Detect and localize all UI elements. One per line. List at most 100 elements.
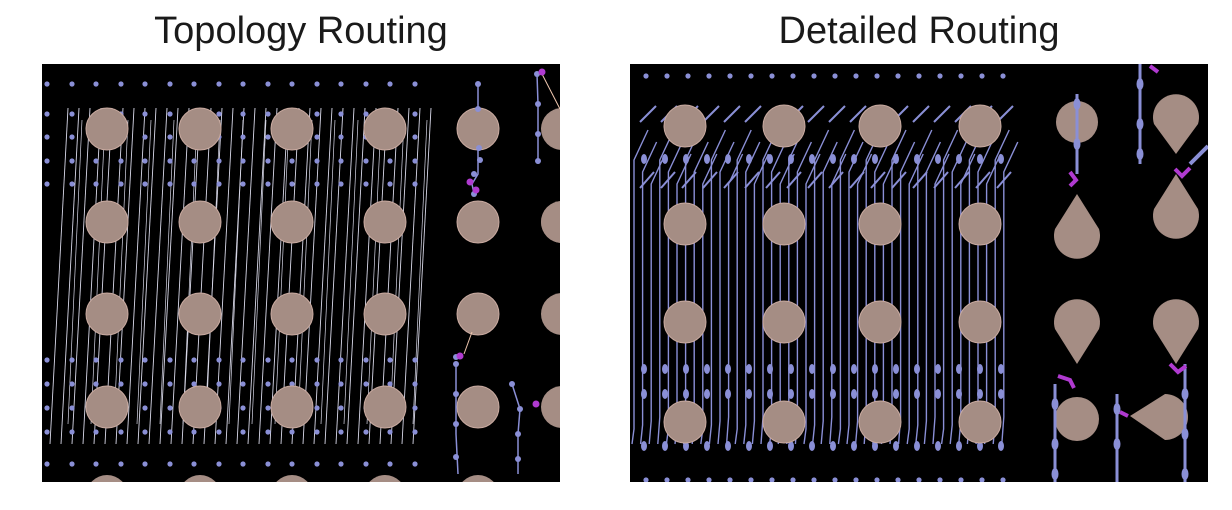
detailed-trace [657, 129, 675, 445]
teardrop-pad [1054, 194, 1100, 259]
teardrop-via [851, 154, 857, 164]
teardrop-via [746, 389, 752, 399]
teardrop-via [1136, 148, 1144, 160]
topology-routing-title: Topology Routing [154, 10, 448, 52]
via-dot [142, 461, 148, 467]
via-dot [167, 111, 173, 117]
jog-via [466, 178, 474, 186]
teardrop-via [851, 441, 857, 451]
via-dot [832, 73, 838, 79]
detailed-trace [854, 153, 873, 445]
jog-via [456, 352, 464, 360]
detailed-trace [837, 129, 856, 445]
via-dot [412, 158, 418, 164]
teardrop-via [977, 389, 983, 399]
via-dot [535, 101, 541, 107]
topology-trace [247, 107, 267, 445]
detailed-trace [849, 105, 867, 123]
via-dot [387, 381, 393, 387]
via-dot [69, 405, 75, 411]
via-dot [118, 181, 124, 187]
detailed-trace [954, 171, 970, 189]
teardrop-via [683, 154, 689, 164]
detailed-trace [639, 105, 657, 123]
detailed-trace [1001, 141, 1019, 445]
topology-trace [258, 107, 278, 445]
teardrop-via [1181, 428, 1189, 440]
topology-trace [159, 119, 175, 425]
pad [762, 104, 806, 148]
teardrop-via [746, 441, 752, 451]
via-dot [832, 477, 838, 482]
via-dot [69, 111, 75, 117]
detailed-trace [660, 171, 676, 189]
via-dot [874, 477, 880, 482]
via-dot [142, 381, 148, 387]
via-dot [471, 171, 477, 177]
route-segment [541, 73, 560, 110]
topology-trace [82, 107, 102, 445]
jog-segment [1119, 410, 1129, 418]
teardrop-via [1073, 98, 1081, 110]
route-segment [455, 364, 459, 475]
topology-trace [368, 107, 388, 445]
via-dot [412, 181, 418, 187]
via-dot [240, 429, 246, 435]
detailed-trace [811, 129, 830, 445]
teardrop-via [956, 389, 962, 399]
via-dot [69, 181, 75, 187]
via-dot [314, 111, 320, 117]
teardrop-via [1051, 468, 1059, 480]
jog-via [538, 68, 546, 76]
topology-trace [136, 119, 152, 425]
via-dot [643, 73, 649, 79]
via-dot [93, 181, 99, 187]
via-dot [265, 461, 271, 467]
detailed-trace [639, 141, 658, 445]
pad [541, 386, 560, 428]
via-dot [979, 477, 985, 482]
via-dot [664, 73, 670, 79]
topology-trace [343, 119, 359, 425]
teardrop-via [725, 441, 731, 451]
pad [91, 475, 123, 482]
via-dot [289, 429, 295, 435]
via-dot [916, 477, 922, 482]
topology-routing-panel [42, 64, 560, 482]
via-dot [453, 361, 459, 367]
pad [178, 200, 222, 244]
via-dot [748, 73, 754, 79]
via-dot [314, 357, 320, 363]
jog-segment [1173, 166, 1192, 179]
detailed-trace [639, 171, 655, 189]
pad [663, 104, 707, 148]
topology-trace [67, 119, 83, 425]
via-dot [664, 477, 670, 482]
teardrop-via [809, 154, 815, 164]
teardrop-via [641, 389, 647, 399]
via-dot [363, 158, 369, 164]
via-dot [265, 158, 271, 164]
via-dot [167, 181, 173, 187]
via-dot [314, 429, 320, 435]
detailed-trace [674, 153, 692, 445]
via-dot [265, 111, 271, 117]
via-dot [979, 73, 985, 79]
via-dot [363, 81, 369, 87]
pad [85, 200, 129, 244]
detailed-trace [803, 153, 821, 445]
teardrop-via [662, 364, 668, 374]
pad [663, 400, 707, 444]
via-dot [534, 71, 540, 77]
teardrop-via [872, 389, 878, 399]
teardrop-via [788, 441, 794, 451]
topology-trace [159, 107, 179, 445]
via-dot [191, 429, 197, 435]
via-dot [853, 73, 859, 79]
route-segment [463, 331, 473, 355]
pad [178, 107, 222, 151]
teardrop-via [725, 389, 731, 399]
topology-trace [137, 107, 157, 445]
pad [270, 107, 314, 151]
pad [270, 200, 314, 244]
